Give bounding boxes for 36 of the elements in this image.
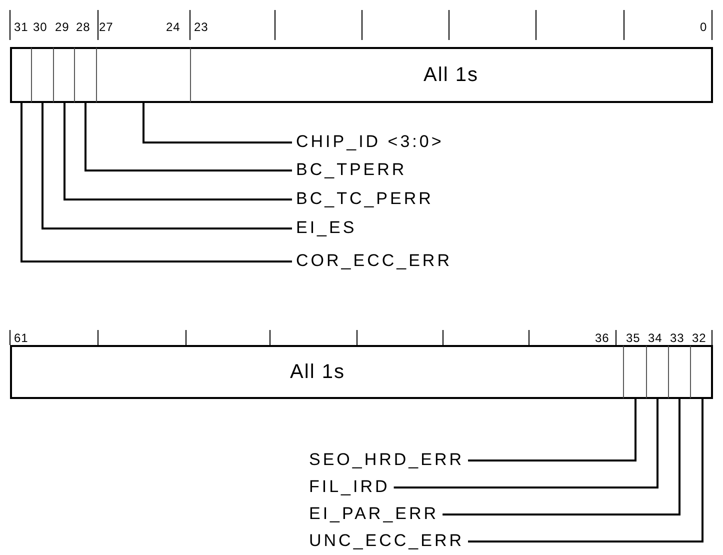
- leader-line: [468, 399, 704, 542]
- bit-number: 24: [166, 20, 180, 34]
- bit-cell: [74, 47, 96, 103]
- bit-number: 28: [76, 20, 90, 34]
- bit-number: 30: [33, 20, 48, 34]
- leader-line: [468, 399, 636, 462]
- bit-cell: [53, 47, 74, 103]
- bit-field: All 1s: [10, 345, 623, 399]
- bit-number: 31: [14, 20, 28, 34]
- bit-cell: [690, 345, 713, 399]
- field-name: COR_ECC_ERR: [296, 251, 452, 271]
- bit-number: 29: [55, 20, 70, 34]
- bit-cell: [96, 47, 190, 103]
- bit-field: All 1s: [190, 47, 713, 103]
- bit-number: 34: [648, 331, 662, 345]
- leader-line: [42, 103, 292, 230]
- bit-number: 33: [670, 331, 684, 345]
- bit-cell: [10, 47, 31, 103]
- bit-number: 0: [700, 20, 708, 34]
- leader-line: [20, 103, 292, 262]
- bit-number: 35: [626, 331, 640, 345]
- bit-cell: [31, 47, 53, 103]
- leader-line: [142, 103, 292, 144]
- bit-number: 32: [692, 331, 706, 345]
- leader-line: [84, 103, 292, 172]
- leader-line: [64, 103, 292, 200]
- bit-number: 61: [14, 331, 28, 345]
- bit-cell: [623, 345, 646, 399]
- field-name: BC_TC_PERR: [296, 189, 434, 209]
- leader-line: [442, 399, 680, 516]
- leader-line: [394, 399, 658, 488]
- bit-number: 23: [194, 20, 208, 34]
- bit-number: 36: [595, 331, 610, 345]
- bit-number: 27: [99, 20, 114, 34]
- bit-cell: [646, 345, 668, 399]
- bit-cell: [668, 345, 690, 399]
